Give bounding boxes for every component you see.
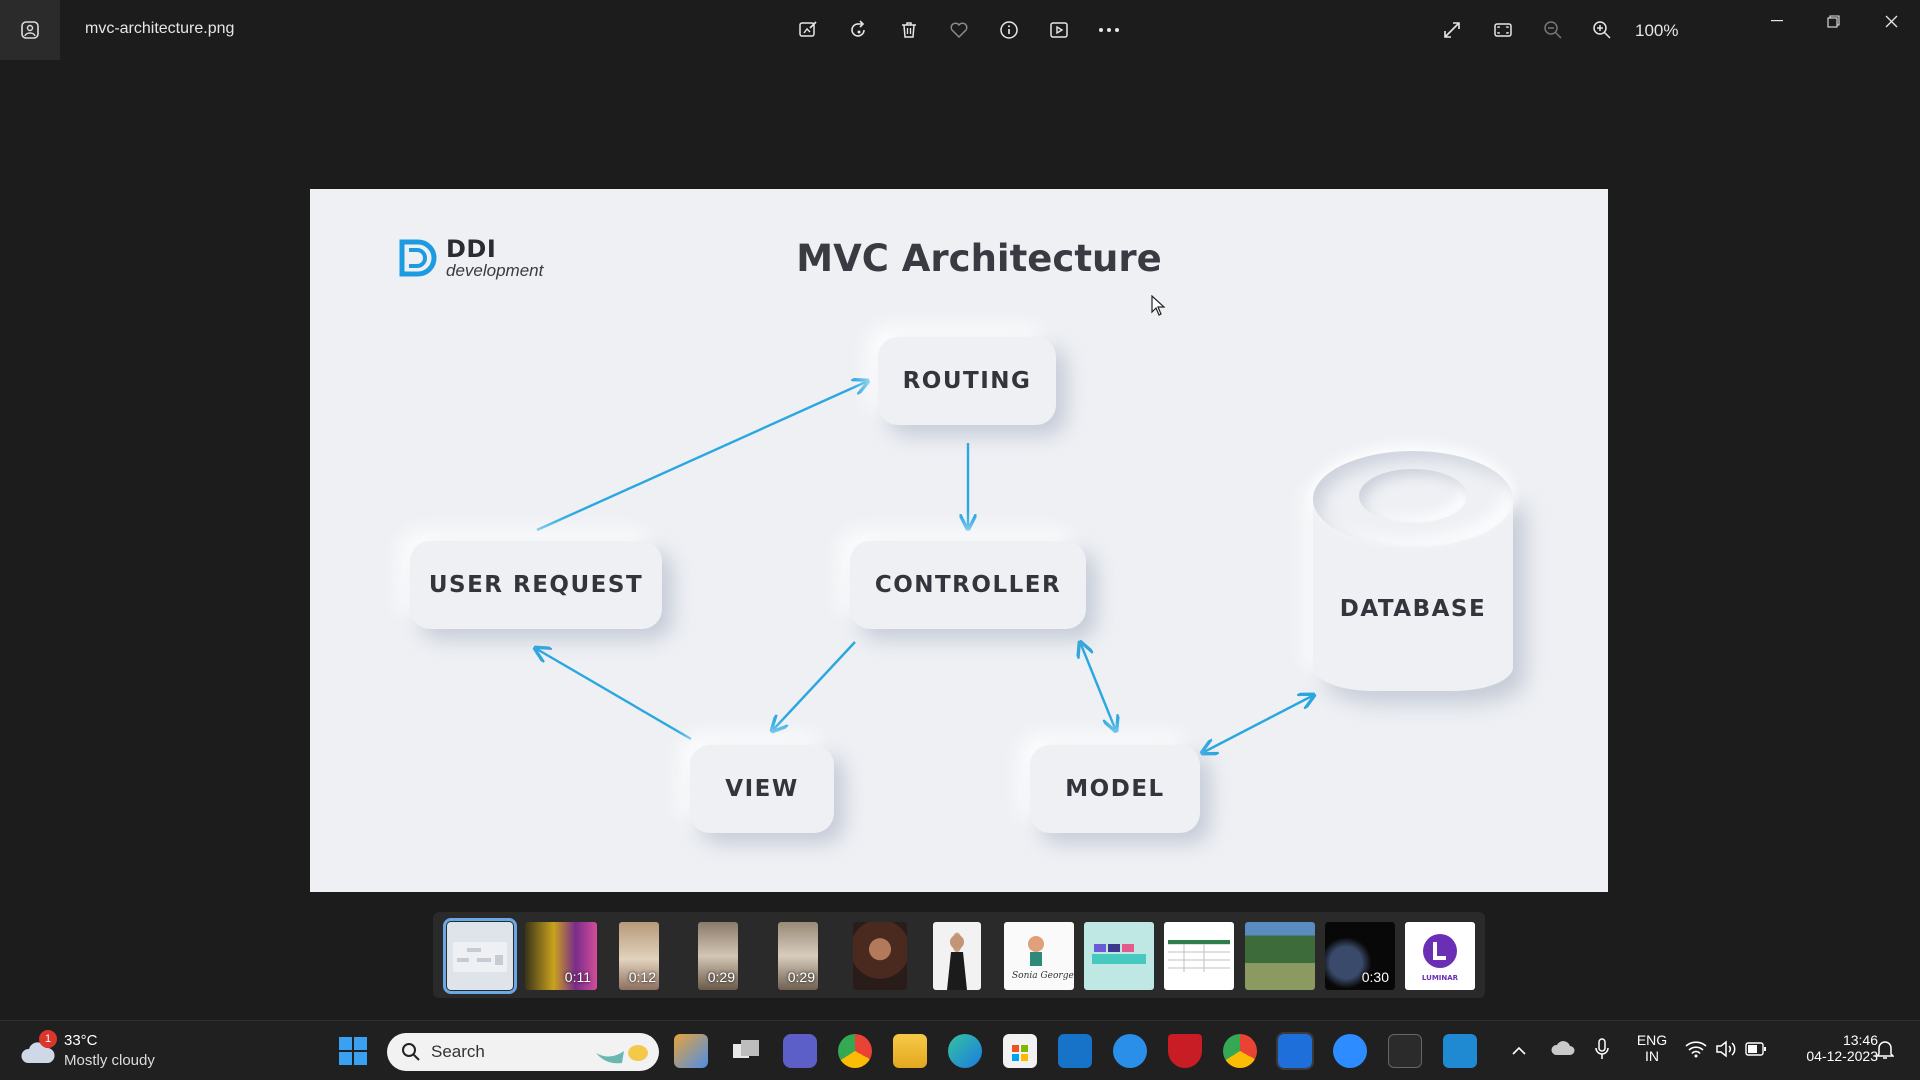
thumbnail-video-5[interactable]: 0:30 <box>1325 922 1395 990</box>
video-duration: 0:30 <box>1361 969 1389 985</box>
slideshow-icon[interactable] <box>1043 14 1075 46</box>
thumbnail-mvc-architecture[interactable] <box>443 918 517 994</box>
weather-temperature: 33°C <box>64 1032 98 1049</box>
fullscreen-icon[interactable] <box>1436 14 1468 46</box>
battery-icon[interactable] <box>1745 1042 1767 1061</box>
thumbnail-sonia-george[interactable]: Sonia George <box>1004 922 1074 990</box>
notification-bell-icon[interactable] <box>1875 1040 1895 1065</box>
arrow-model-database <box>1202 695 1314 753</box>
language-code: ENG <box>1636 1032 1668 1048</box>
file-explorer-icon[interactable] <box>893 1034 927 1068</box>
logo-main-text: DDI <box>446 235 497 263</box>
task-view-icon[interactable] <box>729 1034 763 1068</box>
region-code: IN <box>1645 1048 1659 1064</box>
cloud-icon <box>21 1042 55 1063</box>
clock[interactable]: 13:46 04-12-2023 <box>1782 1032 1878 1064</box>
photos-taskbar-icon[interactable] <box>1276 1032 1314 1070</box>
database-node: DATABASE <box>1313 451 1513 691</box>
thumbnail-video-3[interactable]: 0:29 <box>698 922 738 990</box>
mouse-cursor-icon <box>1151 295 1166 316</box>
diagram-arrows <box>310 189 1608 892</box>
zoom-level[interactable]: 100% <box>1635 21 1679 40</box>
mcafee-icon[interactable] <box>1168 1034 1202 1068</box>
weather-alert-badge: 1 <box>39 1030 57 1048</box>
file-name: mvc-architecture.png <box>85 20 235 37</box>
chevron-up-icon[interactable] <box>1512 1043 1526 1061</box>
thumbnail-spreadsheet[interactable] <box>1164 922 1234 990</box>
arrow-view-to-user-request <box>535 648 692 741</box>
wifi-icon[interactable] <box>1685 1040 1707 1063</box>
taskbar-search[interactable]: Search <box>387 1033 659 1071</box>
delete-icon[interactable] <box>893 14 925 46</box>
microphone-icon[interactable] <box>1595 1038 1609 1065</box>
video-duration: 0:29 <box>787 969 815 985</box>
ddi-logo: DDI development <box>398 237 543 279</box>
svg-text:Sonia George: Sonia George <box>1012 971 1074 981</box>
thumbnail-colorful-blocks[interactable] <box>1084 922 1154 990</box>
view-node: VIEW <box>690 745 834 833</box>
search-placeholder: Search <box>431 1042 485 1061</box>
microsoft-store-icon[interactable] <box>1003 1034 1037 1068</box>
get-help-icon[interactable] <box>1113 1034 1147 1068</box>
arrow-user-request-to-routing <box>536 381 868 532</box>
taskbar: 1 33°C Mostly cloudy Search ENG IN <box>0 1020 1920 1080</box>
arrow-controller-to-view <box>772 641 856 731</box>
terminal-icon[interactable] <box>1388 1034 1422 1068</box>
vscode-icon[interactable] <box>1443 1034 1477 1068</box>
thumbnail-video-4[interactable]: 0:29 <box>778 922 818 990</box>
zoom-icon[interactable] <box>1333 1034 1367 1068</box>
language-indicator[interactable]: ENG IN <box>1632 1032 1672 1064</box>
search-icon <box>402 1043 420 1061</box>
displayed-image[interactable]: DDI development MVC Architecture ROUTING… <box>310 189 1608 892</box>
search-highlight-icon <box>596 1045 648 1064</box>
thumbnail-anime-girl[interactable] <box>853 922 907 990</box>
thumbnail-video-2[interactable]: 0:12 <box>619 922 659 990</box>
thumbnail-landscape[interactable] <box>1245 922 1315 990</box>
edge-icon[interactable] <box>948 1034 982 1068</box>
thumbnail-businesswoman[interactable] <box>933 922 981 990</box>
photos-app-icon[interactable] <box>0 0 60 60</box>
close-button[interactable] <box>1871 6 1911 36</box>
controller-node: CONTROLLER <box>850 541 1086 629</box>
fit-icon[interactable] <box>1487 14 1519 46</box>
teams-chat-icon[interactable] <box>783 1034 817 1068</box>
volume-icon[interactable] <box>1715 1040 1737 1063</box>
database-cylinder-top <box>1313 451 1513 547</box>
thumbnail-luminar-logo[interactable]: LUMINAR <box>1405 922 1475 990</box>
onedrive-icon[interactable] <box>1551 1039 1575 1062</box>
video-duration: 0:11 <box>564 969 591 985</box>
filmstrip: 0:11 0:12 0:29 0:29 Sonia George 0:30 LU… <box>433 912 1485 998</box>
myhp-icon[interactable] <box>1058 1034 1092 1068</box>
chrome-icon[interactable] <box>838 1034 872 1068</box>
heart-icon[interactable] <box>943 14 975 46</box>
clock-time: 13:46 <box>1842 1032 1878 1048</box>
info-icon[interactable] <box>993 14 1025 46</box>
chrome-profile-icon[interactable] <box>1223 1034 1257 1068</box>
restore-button[interactable] <box>1813 6 1853 36</box>
ddi-logo-icon <box>399 239 437 277</box>
clock-date: 04-12-2023 <box>1806 1048 1878 1064</box>
arrow-controller-model <box>1080 642 1116 731</box>
model-node: MODEL <box>1030 745 1200 833</box>
zoom-in-icon[interactable] <box>1586 14 1618 46</box>
edit-image-icon[interactable] <box>792 14 824 46</box>
more-icon[interactable] <box>1093 14 1125 46</box>
logo-sub-text: development <box>446 261 544 280</box>
diagram-title: MVC Architecture <box>796 237 1162 280</box>
zoom-out-icon[interactable] <box>1537 14 1569 46</box>
database-label: DATABASE <box>1339 596 1487 622</box>
rotate-icon[interactable] <box>843 14 875 46</box>
minimize-button[interactable] <box>1757 6 1797 36</box>
routing-node: ROUTING <box>878 337 1056 425</box>
video-duration: 0:12 <box>628 969 656 985</box>
user-request-node: USER REQUEST <box>410 541 662 629</box>
windows-start-icon[interactable] <box>338 1036 368 1071</box>
weather-description: Mostly cloudy <box>64 1052 155 1069</box>
title-bar: mvc-architecture.png 100% <box>0 0 1920 60</box>
microsoft-365-icon[interactable] <box>674 1034 708 1068</box>
thumbnail-video-1[interactable]: 0:11 <box>525 922 597 990</box>
svg-text:LUMINAR: LUMINAR <box>1422 974 1459 982</box>
video-duration: 0:29 <box>707 969 735 985</box>
